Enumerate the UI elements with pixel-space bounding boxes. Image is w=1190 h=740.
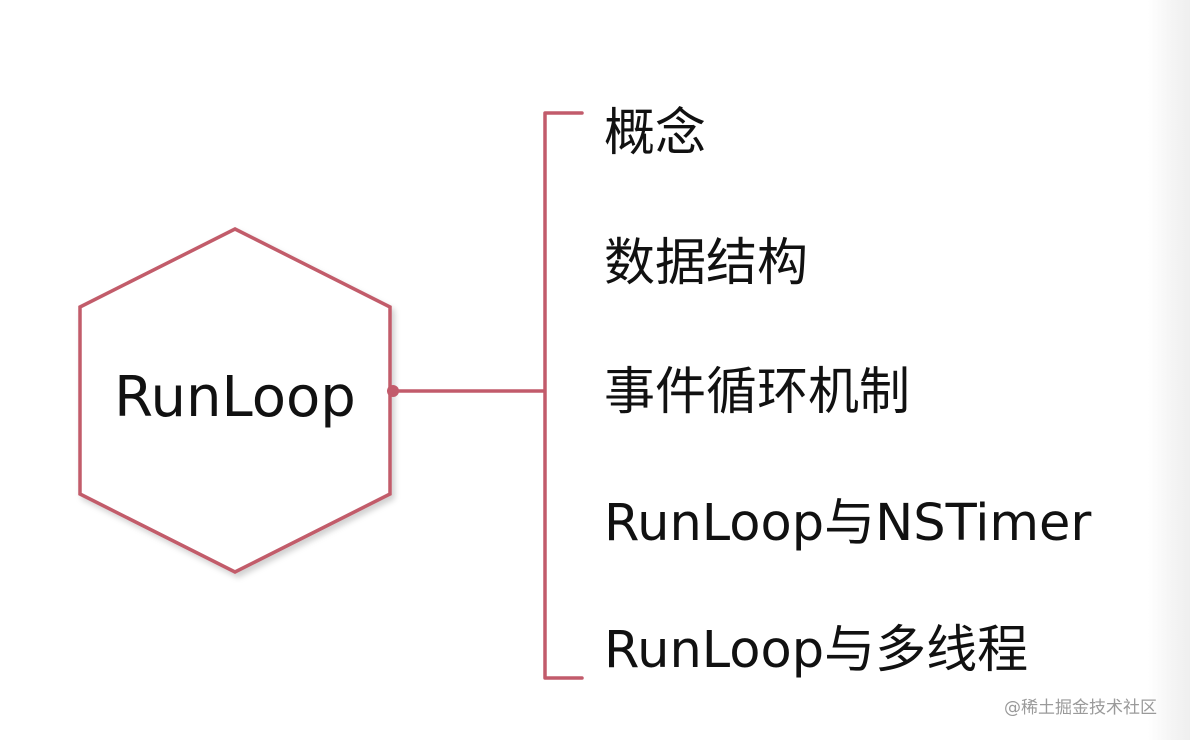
center-hexagon bbox=[78, 227, 392, 574]
center-node-label: RunLoop bbox=[114, 365, 356, 430]
branch-label-event-loop: 事件循环机制 bbox=[604, 363, 911, 422]
branch-bracket bbox=[543, 111, 584, 680]
branch-label-data-structure: 数据结构 bbox=[604, 234, 809, 293]
branch-label-runloop-multithreading: RunLoop与多线程 bbox=[604, 621, 1029, 680]
branch-label-runloop-nstimer: RunLoop与NSTimer bbox=[604, 494, 1092, 553]
branch-label-concept: 概念 bbox=[604, 104, 707, 163]
watermark-text: @稀土掘金技术社区 bbox=[1004, 698, 1157, 718]
right-edge-shade bbox=[1148, 0, 1190, 740]
